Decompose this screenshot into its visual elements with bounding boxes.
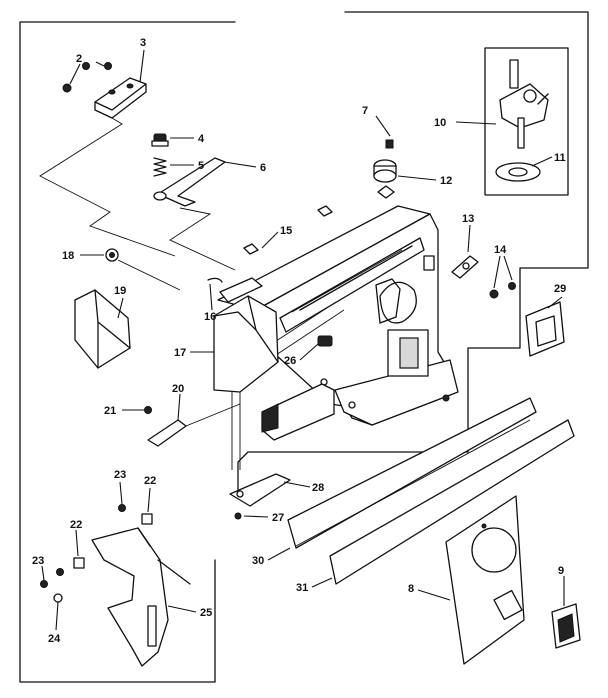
part-6-lever [153,157,236,271]
callout-10: 10 [434,117,446,129]
callout-26: 26 [284,355,296,367]
part-3-bracket [39,62,176,257]
callout-22-upper: 22 [144,475,156,487]
callout-5: 5 [198,160,204,172]
assembly-boundary [19,11,589,683]
callout-6: 6 [260,162,266,174]
callout-31: 31 [296,582,308,594]
callout-4: 4 [198,133,205,145]
part-22-nut-upper [141,513,153,525]
callout-30: 30 [252,555,264,567]
leader-lines [41,49,565,631]
part-22-nut-lower [73,557,85,569]
callout-28: 28 [312,482,324,494]
callout-23-lower: 23 [32,555,44,567]
callout-20: 20 [172,383,184,395]
part-13-bracket [451,255,479,279]
callout-24: 24 [48,633,61,645]
callout-16: 16 [204,311,216,323]
callout-11: 11 [554,152,566,164]
part-19-cover [74,289,131,369]
part-8-side-cover [445,495,525,665]
callout-22-lower: 22 [70,519,82,531]
part-15-pads [243,205,333,255]
part-23-screw-lower [40,568,64,588]
callout-2: 2 [76,53,82,65]
part-28-bracket [229,473,291,507]
part-20-bracket [147,403,241,447]
callout-23-upper: 23 [114,469,126,481]
callout-14: 14 [494,244,507,256]
part-26-knob [317,335,333,347]
part-11-ring [495,162,541,182]
part-16-pin [207,277,223,283]
part-4-cap [151,133,169,147]
part-21-screw [144,406,152,414]
part-23-screw-upper [118,504,126,512]
callout-15: 15 [280,225,292,237]
part-9-piece [551,603,581,649]
part-31-strip [329,419,575,585]
callout-8: 8 [408,583,414,595]
part-7-screw [385,139,394,149]
part-24-washer [53,593,63,603]
callout-labels: 2 3 4 5 6 7 8 9 10 11 12 13 14 15 16 17 … [32,37,566,645]
callout-27: 27 [272,512,284,524]
part-12-spool-base [373,159,397,199]
part-5-spring [153,157,167,177]
callout-17: 17 [174,347,186,359]
part-18-nut [105,248,181,291]
callout-18: 18 [62,250,74,262]
callout-9: 9 [558,565,564,577]
part-27-screw [234,512,242,520]
part-14-screws [489,282,516,299]
part-30-strip [287,397,537,549]
part-25-frame [91,527,191,667]
lower-cover [261,383,335,441]
part-29-plate [525,301,565,357]
part-17-head-cover [213,277,279,470]
callout-19: 19 [114,285,126,297]
part-10-bobbin-winder [484,47,569,196]
callout-3: 3 [140,37,146,49]
callout-25: 25 [200,607,212,619]
callout-21: 21 [104,405,116,417]
callout-29: 29 [554,283,566,295]
callout-7: 7 [362,105,368,117]
callout-13: 13 [462,213,474,225]
callout-12: 12 [440,175,452,187]
